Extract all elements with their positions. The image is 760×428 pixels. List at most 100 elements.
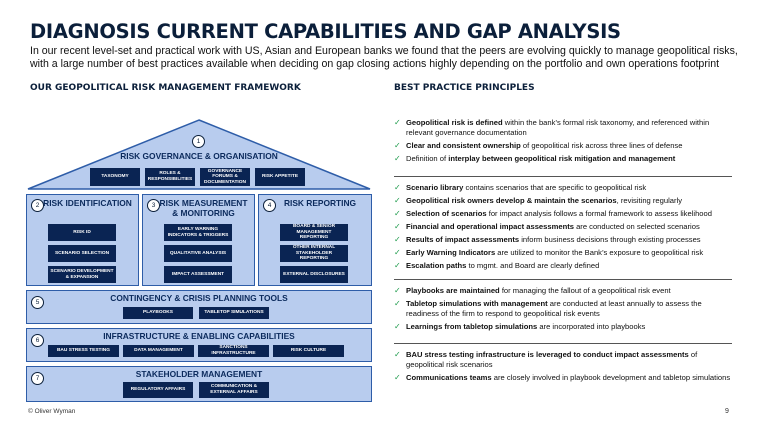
- check-icon: ✓: [394, 298, 401, 308]
- band-box: TABLETOP SIMULATIONS: [199, 307, 269, 319]
- check-icon: ✓: [394, 350, 401, 359]
- band-box: RISK CULTURE: [273, 345, 344, 357]
- pillar-box: EARLY WARNING INDICATORS & TRIGGERS: [164, 224, 232, 241]
- principle-bold-text: Escalation paths: [406, 260, 467, 270]
- band-title: CONTINGENCY & CRISIS PLANNING TOOLS: [110, 293, 288, 303]
- principle-bold-text: Early Warning Indicators: [406, 247, 496, 257]
- principle-item: ✓ Results of impact assessments inform bu…: [394, 235, 734, 245]
- band-infrastructure: 6 INFRASTRUCTURE & ENABLING CAPABILITIES…: [26, 328, 372, 362]
- principle-item: ✓ Communications teams are closely involv…: [394, 373, 734, 383]
- principle-bold-text: Clear and consistent ownership: [406, 140, 521, 150]
- pillar-risk-reporting: 4 RISK REPORTING BOARD & SENIOR MANAGEME…: [258, 194, 372, 286]
- principles-group-contingency: ✓ Playbooks are maintained for managing t…: [394, 286, 734, 335]
- principle-bold-text: Communications teams: [406, 372, 492, 382]
- band-stakeholder: 7 STAKEHOLDER MANAGEMENT REGULATORY AFFA…: [26, 366, 372, 402]
- principle-bold-text: Results of impact assessments: [406, 234, 520, 244]
- principle-text: for impact analysis follows a formal fra…: [486, 208, 712, 218]
- principle-item: ✓Geopolitical risk is defined within the…: [394, 118, 734, 137]
- roof-box-taxonomy: TAXONOMY: [90, 168, 140, 186]
- pillar-risk-measurement: 3 RISK MEASUREMENT & MONITORING EARLY WA…: [142, 194, 255, 286]
- principle-bold-text: Geopolitical risk is defined: [406, 118, 503, 127]
- check-icon: ✓: [394, 153, 401, 163]
- roof-box-governance: GOVERNANCE FORUMS & DOCUMENTATION: [200, 168, 250, 186]
- principles-group-infrastructure: ✓BAU stress testing infrastructure is le…: [394, 350, 734, 386]
- band-title: STAKEHOLDER MANAGEMENT: [135, 369, 263, 379]
- check-icon: ✓: [394, 118, 401, 127]
- principle-item: ✓Selection of scenarios for impact analy…: [394, 209, 734, 219]
- framework-diagram: 1 RISK GOVERNANCE & ORGANISATION TAXONOM…: [26, 118, 372, 402]
- pillar-title: RISK MEASUREMENT & MONITORING: [159, 198, 248, 218]
- band-box: BAU STRESS TESTING: [48, 345, 119, 357]
- check-icon: ✓: [394, 234, 401, 244]
- roof-box-risk-appetite: RISK APPETITE: [255, 168, 305, 186]
- principles-group-governance: ✓Geopolitical risk is defined within the…: [394, 118, 734, 167]
- page-title: DIAGNOSIS CURRENT CAPABILITIES AND GAP A…: [30, 20, 621, 43]
- band-contingency: 5 CONTINGENCY & CRISIS PLANNING TOOLS PL…: [26, 290, 372, 324]
- principle-bold-text: Selection of scenarios: [406, 208, 487, 218]
- principle-item: ✓Financial and operational impact assess…: [394, 222, 734, 232]
- principle-text: are incorporated into playbooks: [537, 321, 646, 331]
- divider: [394, 343, 732, 344]
- principle-item: ✓ Early Warning Indicators are utilized t…: [394, 248, 734, 258]
- pillar-number: 4: [263, 199, 276, 212]
- pillar-box: QUALITATIVE ANALYSIS: [164, 245, 232, 262]
- principle-text: are conducted at least annually to asses…: [406, 298, 702, 318]
- principle-bold-text: Geopolitical risk owners develop & maint…: [406, 195, 617, 205]
- principle-text: , revisiting regularly: [616, 195, 683, 205]
- check-icon: ✓: [394, 221, 401, 231]
- principle-item: ✓ Playbooks are maintained for managing t…: [394, 286, 734, 296]
- principle-item: ✓ Scenario library contains scenarios tha…: [394, 183, 734, 193]
- principle-bold-text: interplay between geopolitical risk miti…: [448, 153, 676, 163]
- roof-box-roles: ROLES & RESPONSIBILITIES: [145, 168, 195, 186]
- pillar-box: OTHER INTERNAL STAKEHOLDER REPORTING: [280, 245, 348, 262]
- page-subtitle: In our recent level-set and practical wo…: [30, 45, 738, 70]
- roof-title: RISK GOVERNANCE & ORGANISATION: [120, 151, 278, 161]
- pillar-box: EXTERNAL DISCLOSURES: [280, 266, 348, 283]
- band-box: DATA MANAGEMENT: [123, 345, 194, 357]
- copyright: © Oliver Wyman: [28, 408, 76, 415]
- check-icon: ✓: [394, 183, 401, 192]
- principles-group-risk-process: ✓ Scenario library contains scenarios tha…: [394, 183, 734, 274]
- band-box: COMMUNICATION & EXTERNAL AFFAIRS: [199, 382, 269, 398]
- principle-bold-text: Playbooks are maintained: [406, 286, 500, 295]
- check-icon: ✓: [394, 372, 401, 382]
- pillar-number: 2: [31, 199, 44, 212]
- band-number: 6: [31, 334, 44, 347]
- check-icon: ✓: [394, 321, 401, 331]
- check-icon: ✓: [394, 286, 401, 295]
- principle-text: to mgmt. and Board are clearly defined: [466, 260, 600, 270]
- principle-text: inform business decisions through existi…: [519, 234, 701, 244]
- principle-item: ✓ Geopolitical risk owners develop & main…: [394, 196, 734, 206]
- divider: [394, 279, 732, 280]
- pillar-title: RISK IDENTIFICATION: [43, 198, 132, 208]
- pillar-box: BOARD & SENIOR MANAGEMENT REPORTING: [280, 224, 348, 241]
- principle-text: contains scenarios that are specific to …: [463, 183, 647, 192]
- check-icon: ✓: [394, 260, 401, 270]
- principle-text: of geopolitical risk across three lines …: [520, 140, 683, 150]
- pillar-box: SCENARIO SELECTION: [48, 245, 116, 262]
- band-box: PLAYBOOKS: [123, 307, 193, 319]
- band-number: 7: [31, 372, 44, 385]
- principle-item: ✓ Learnings from tabletop simulations are…: [394, 322, 734, 332]
- principle-pre-text: Definition of: [406, 153, 449, 163]
- principle-text: are utilized to monitor the Bank’s expos…: [495, 247, 704, 257]
- principle-bold-text: Scenario library: [406, 183, 464, 192]
- band-title: INFRASTRUCTURE & ENABLING CAPABILITIES: [103, 331, 295, 341]
- principle-item: ✓Clear and consistent ownership of geopo…: [394, 141, 734, 151]
- pillar-box: SCENARIO DEVELOPMENT & EXPANSION: [48, 266, 116, 283]
- check-icon: ✓: [394, 247, 401, 257]
- pillar-number: 3: [147, 199, 160, 212]
- principles-heading: BEST PRACTICE PRINCIPLES: [394, 83, 535, 93]
- principle-bold-text: Learnings from tabletop simulations: [406, 321, 538, 331]
- principle-text: for managing the fallout of a geopolitic…: [499, 286, 671, 295]
- pillar-title: RISK REPORTING: [283, 198, 357, 208]
- principle-text: are closely involved in playbook develop…: [491, 372, 731, 382]
- check-icon: ✓: [394, 195, 401, 205]
- roof-number: 1: [192, 135, 205, 148]
- divider: [394, 176, 732, 177]
- page-number: 9: [725, 408, 729, 415]
- principle-item: ✓ Escalation paths to mgmt. and Board are…: [394, 261, 734, 271]
- principle-text: of geopolitical risk scenarios: [406, 350, 698, 369]
- band-box: SANCTIONS INFRASTRUCTURE: [198, 345, 269, 357]
- band-box: REGULATORY AFFAIRS: [123, 382, 193, 398]
